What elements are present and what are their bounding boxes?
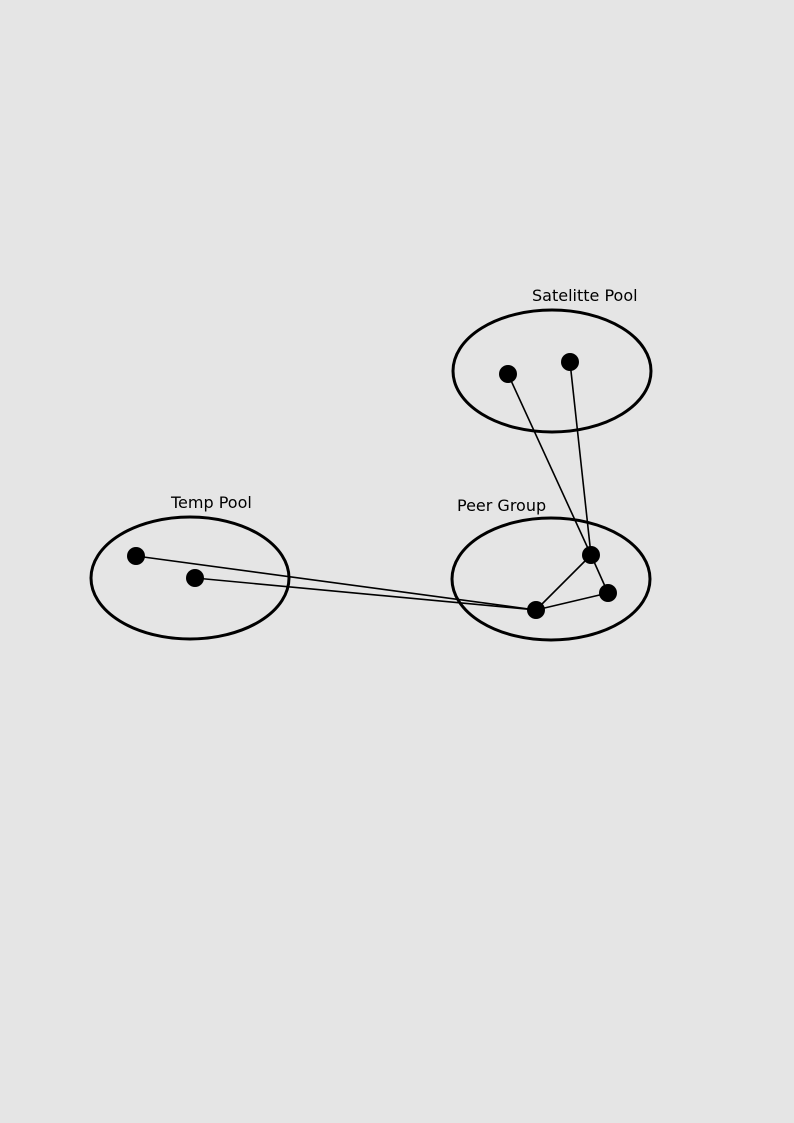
node-p2 [599, 584, 617, 602]
peer-group-outline [450, 516, 652, 642]
node-t2 [186, 569, 204, 587]
temp-pool-outline [89, 515, 291, 641]
edge-p3-p2 [535, 592, 609, 611]
nodes-layer [127, 353, 617, 619]
node-s1 [499, 365, 517, 383]
temp-pool-label: Temp Pool [170, 493, 252, 512]
node-t1 [127, 547, 145, 565]
edge-s1-p1 [507, 373, 592, 556]
group-satellite-pool: Satelitte Pool [451, 286, 653, 434]
edge-p1-p3 [535, 554, 592, 611]
edges-layer [135, 361, 609, 611]
node-s2 [561, 353, 579, 371]
group-peer-group: Peer Group [450, 496, 652, 642]
edge-s2-p1 [569, 361, 592, 556]
satellite-pool-label: Satelitte Pool [532, 286, 638, 305]
edge-t2-p3 [194, 577, 537, 611]
group-temp-pool: Temp Pool [89, 493, 291, 641]
peer-group-label: Peer Group [457, 496, 546, 515]
node-p1 [582, 546, 600, 564]
edge-t1-p3 [135, 555, 537, 611]
satellite-pool-outline [451, 308, 653, 434]
node-p3 [527, 601, 545, 619]
